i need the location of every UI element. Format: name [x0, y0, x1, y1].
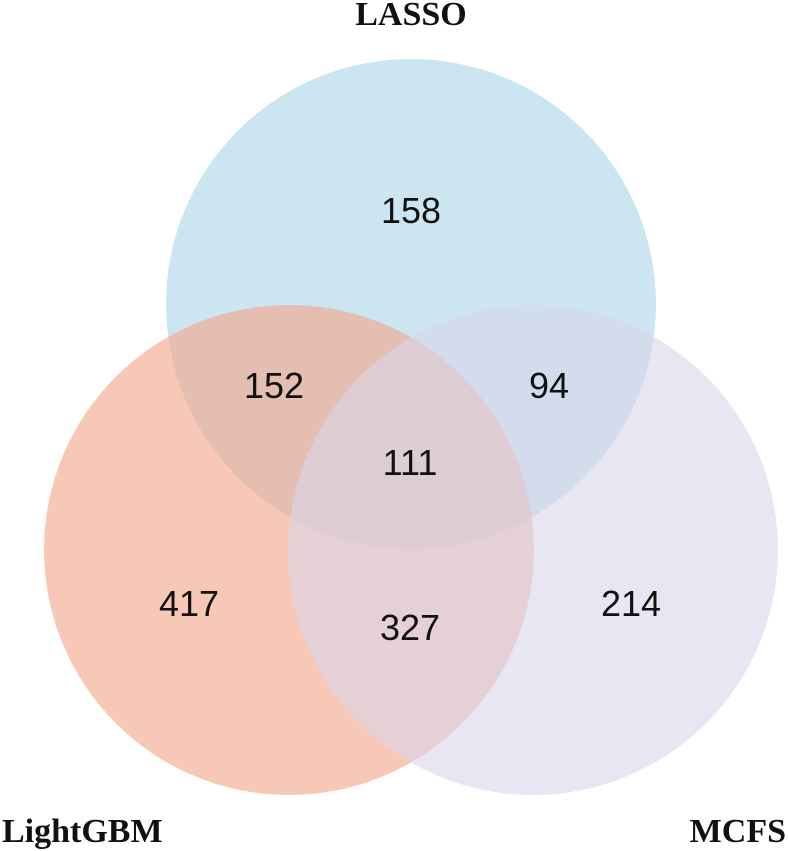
mcfs-only-count: 214 [601, 583, 661, 624]
lasso-lightgbm-count: 152 [244, 365, 304, 406]
mcfs-label: MCFS [690, 813, 786, 850]
lightgbm-label: LightGBM [2, 813, 163, 850]
all-three-count: 111 [383, 442, 438, 483]
mcfs-circle [288, 305, 778, 795]
lasso-label: LASSO [355, 0, 467, 33]
lightgbm-mcfs-count: 327 [380, 607, 440, 648]
lasso-only-count: 158 [381, 190, 441, 231]
lasso-mcfs-count: 94 [529, 365, 569, 406]
lightgbm-only-count: 417 [159, 583, 219, 624]
